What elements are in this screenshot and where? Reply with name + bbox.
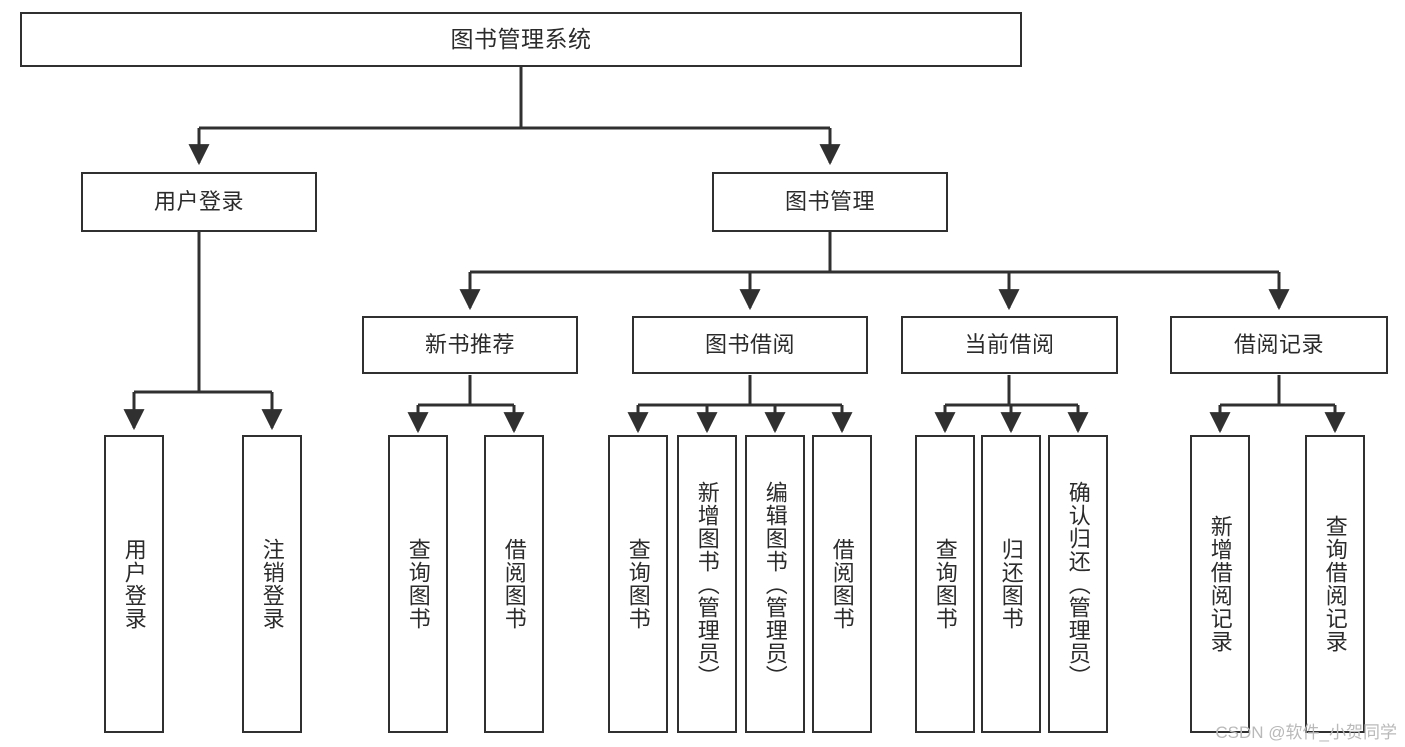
node-book-borrow[interactable]: 图书借阅 [632,316,868,374]
node-label: 借阅记录 [1233,331,1324,357]
leaf-record-add-record[interactable]: 新增借阅记录 [1190,435,1250,733]
node-borrow-record[interactable]: 借阅记录 [1170,316,1388,374]
node-root-system[interactable]: 图书管理系统 [20,12,1022,67]
watermark: CSDN @软件_小贺同学 [1215,723,1397,742]
node-new-book-recommend[interactable]: 新书推荐 [362,316,578,374]
leaf-recommend-query-book[interactable]: 查询图书 [388,435,448,733]
node-label: 查询图书 [625,538,651,630]
node-label: 当前借阅 [964,331,1055,357]
leaf-current-return-book[interactable]: 归还图书 [981,435,1041,733]
node-label: 新书推荐 [424,331,515,357]
node-label: 新增借阅记录 [1207,515,1233,653]
node-label: 查询图书 [405,538,431,630]
leaf-borrow-query-book[interactable]: 查询图书 [608,435,668,733]
node-book-management[interactable]: 图书管理 [712,172,948,232]
node-label: 用户登录 [153,188,244,214]
node-current-borrow[interactable]: 当前借阅 [901,316,1118,374]
node-label: 查询借阅记录 [1322,515,1348,653]
node-label: 图书管理 [784,188,875,214]
node-label: 编辑图书（管理员） [762,480,788,688]
node-label: 借阅图书 [501,538,527,630]
leaf-user-login-login[interactable]: 用户登录 [104,435,164,733]
leaf-borrow-edit-book-admin[interactable]: 编辑图书（管理员） [745,435,805,733]
leaf-borrow-add-book-admin[interactable]: 新增图书（管理员） [677,435,737,733]
leaf-recommend-borrow-book[interactable]: 借阅图书 [484,435,544,733]
node-label: 用户登录 [121,538,147,630]
node-label: 归还图书 [998,538,1024,630]
node-label: 新增图书（管理员） [694,480,720,688]
node-label: 确认归还（管理员） [1065,480,1091,688]
leaf-borrow-borrow-book[interactable]: 借阅图书 [812,435,872,733]
node-label: 注销登录 [259,538,285,630]
leaf-record-query-record[interactable]: 查询借阅记录 [1305,435,1365,733]
node-label: 查询图书 [932,538,958,630]
node-user-login[interactable]: 用户登录 [81,172,317,232]
leaf-current-confirm-return-admin[interactable]: 确认归还（管理员） [1048,435,1108,733]
node-label: 图书借阅 [704,331,795,357]
leaf-user-login-logout[interactable]: 注销登录 [242,435,302,733]
node-label: 借阅图书 [829,538,855,630]
node-label: 图书管理系统 [450,25,592,52]
leaf-current-query-book[interactable]: 查询图书 [915,435,975,733]
